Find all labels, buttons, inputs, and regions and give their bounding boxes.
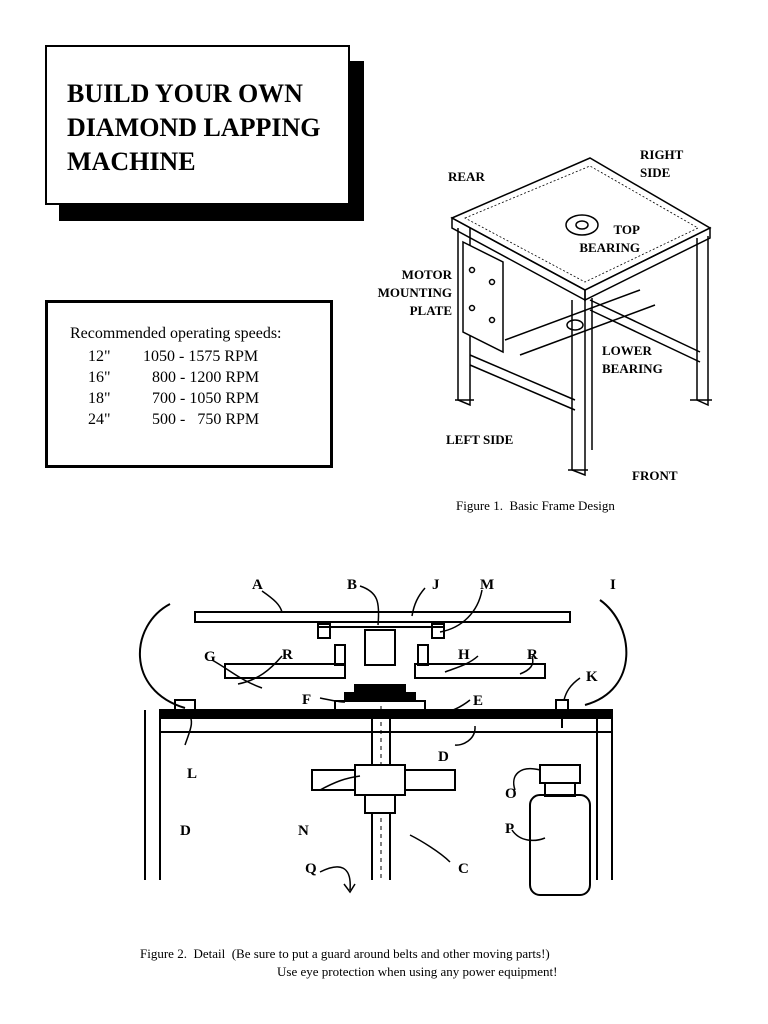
- label-left-side: LEFT SIDE: [446, 432, 514, 447]
- label-front: FRONT: [632, 468, 678, 483]
- label-E: E: [473, 693, 484, 709]
- figure2-caption-line2: Use eye protection when using any power …: [277, 964, 558, 979]
- label-Q: Q: [305, 861, 317, 877]
- label-motor-mounting-plate: MOTOR MOUNTING PLATE: [377, 267, 452, 318]
- label-H: H: [458, 647, 470, 663]
- label-O: O: [505, 786, 517, 802]
- label-B: B: [347, 577, 358, 593]
- speed-row: 18"700 - 1050 RPM: [88, 390, 260, 407]
- label-D-leg: D: [180, 823, 191, 839]
- label-rear: REAR: [448, 169, 485, 184]
- label-L: L: [187, 766, 198, 782]
- label-P: P: [505, 821, 515, 837]
- figure1-caption: Figure 1. Basic Frame Design: [456, 498, 615, 513]
- page-title: BUILD YOUR OWN DIAMOND LAPPING MACHINE: [67, 79, 321, 176]
- speed-row: 12"1050 - 1575 RPM: [88, 348, 259, 365]
- title-box: BUILD YOUR OWN DIAMOND LAPPING MACHINE: [45, 45, 350, 205]
- label-D-pulley: D: [438, 749, 449, 765]
- label-A: A: [252, 577, 263, 593]
- label-N: N: [298, 823, 309, 839]
- label-R-right: R: [527, 647, 538, 663]
- label-I: I: [610, 577, 616, 593]
- label-lower-bearing: LOWER BEARING: [602, 343, 663, 376]
- label-M: M: [480, 577, 495, 593]
- label-G: G: [204, 649, 216, 665]
- label-C: C: [458, 861, 469, 877]
- figure2-caption-line1: Figure 2. Detail (Be sure to put a guard…: [140, 946, 550, 961]
- label-top-bearing: TOP BEARING: [579, 222, 640, 255]
- speed-row: 24"500 - 750 RPM: [88, 411, 260, 428]
- label-K: K: [586, 669, 598, 685]
- speed-row: 16"800 - 1200 RPM: [88, 369, 260, 386]
- speeds-box: Recommended operating speeds: 12"1050 - …: [45, 300, 333, 468]
- label-right-side: RIGHT SIDE: [640, 147, 684, 180]
- label-F: F: [302, 692, 312, 708]
- speeds-heading: Recommended operating speeds:: [70, 325, 282, 342]
- label-J: J: [432, 577, 440, 593]
- label-R-left: R: [282, 647, 293, 663]
